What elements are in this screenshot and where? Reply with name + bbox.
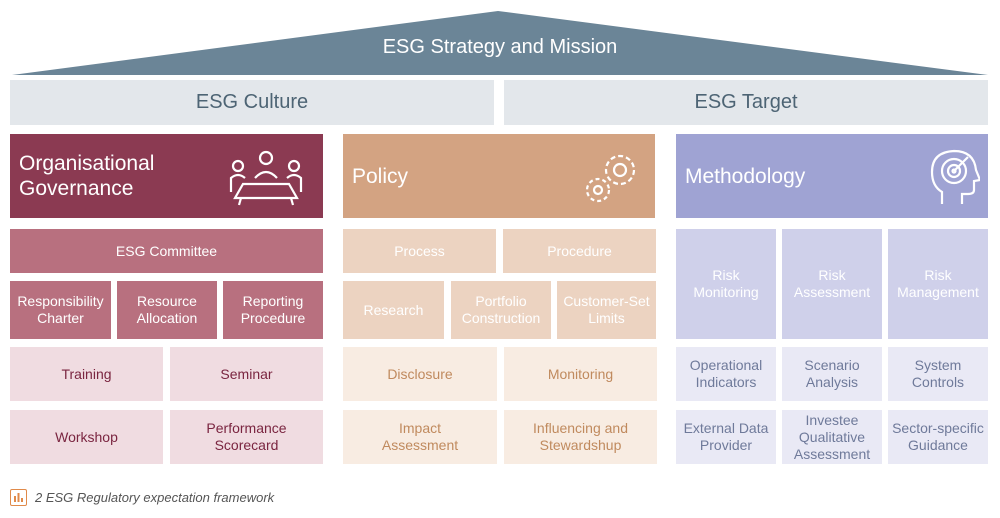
- customer-set-limits: Customer-Set Limits: [557, 281, 656, 339]
- roof-title: ESG Strategy and Mission: [382, 36, 618, 58]
- methodology-header: Methodology: [676, 134, 988, 218]
- esg-committee: ESG Committee: [10, 229, 323, 273]
- procedure: Procedure: [503, 229, 656, 273]
- figure-caption: 2 ESG Regulatory expectation framework: [35, 490, 275, 505]
- resource-allocation: Resource Allocation: [117, 281, 217, 339]
- policy-header: Policy: [343, 134, 655, 218]
- sector-specific-guidance: Sector-specific Guidance: [888, 410, 988, 464]
- roof-triangle: [12, 11, 988, 75]
- meeting-table-icon: [229, 150, 303, 206]
- process: Process: [343, 229, 496, 273]
- research: Research: [343, 281, 444, 339]
- reporting-procedure: Reporting Procedure: [223, 281, 323, 339]
- training: Training: [10, 347, 163, 401]
- esg-target-bar: ESG Target: [504, 80, 988, 125]
- external-data-provider: External Data Provider: [676, 410, 776, 464]
- seminar: Seminar: [170, 347, 323, 401]
- monitoring: Monitoring: [504, 347, 657, 401]
- disclosure: Disclosure: [343, 347, 497, 401]
- risk-monitoring: Risk Monitoring: [676, 229, 776, 339]
- risk-assessment: Risk Assessment: [782, 229, 882, 339]
- portfolio-construction: Portfolio Construction: [451, 281, 551, 339]
- operational-indicators: Operational Indicators: [676, 347, 776, 401]
- influencing-and-stewardship: Influencing and Stewardshup: [504, 410, 657, 464]
- bar-chart-icon: [10, 489, 27, 506]
- responsibility-charter: Responsibility Charter: [10, 281, 111, 339]
- impact-assessment: Impact Assessment: [343, 410, 497, 464]
- risk-management: Risk Management: [888, 229, 988, 339]
- performance-scorecard: Performance Scorecard: [170, 410, 323, 464]
- investee-qualitative-assessment: Investee Qualitative Assessment: [782, 410, 882, 464]
- scenario-analysis: Scenario Analysis: [782, 347, 882, 401]
- governance-header: Organisational Governance: [10, 134, 323, 218]
- policy-title: Policy: [352, 164, 409, 188]
- head-target-icon: [930, 149, 980, 204]
- methodology-title: Methodology: [685, 164, 806, 188]
- gears-icon: [585, 154, 636, 203]
- esg-culture-bar: ESG Culture: [10, 80, 494, 125]
- workshop: Workshop: [10, 410, 163, 464]
- governance-title: Organisational Governance: [19, 152, 155, 200]
- system-controls: System Controls: [888, 347, 988, 401]
